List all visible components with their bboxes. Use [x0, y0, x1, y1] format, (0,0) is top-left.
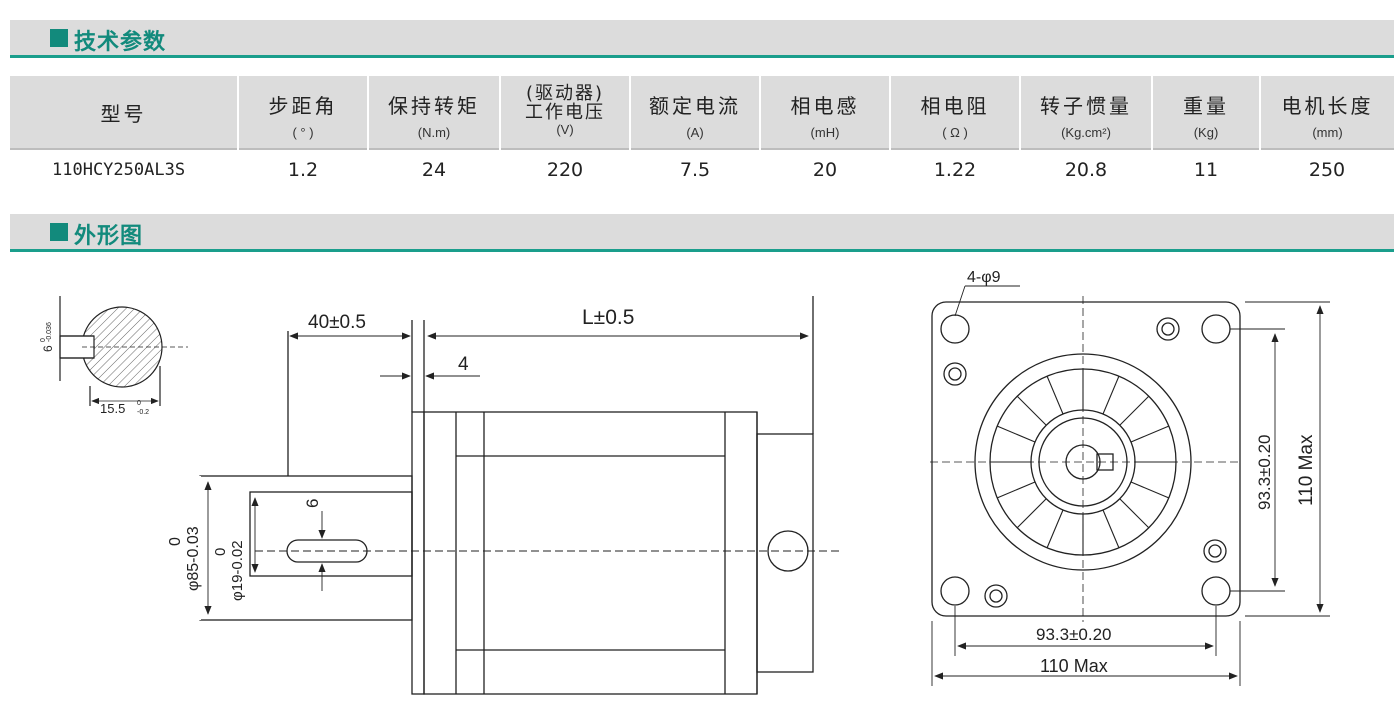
spec-header-row: 型号 步距角 ( ° ) 保持转矩 (N.m) (驱动器) 工作电压(V) 额定电流 (A) 相…	[10, 76, 1394, 149]
spec-header-label: (驱动器) 工作电压	[525, 83, 605, 123]
spec-header-unit: (A)	[686, 125, 704, 140]
table-cell: 20	[760, 148, 890, 189]
shaft-width-tol-top: 0	[137, 400, 141, 407]
motor-front-view	[930, 296, 1241, 622]
spec-header-unit: (mm)	[1312, 125, 1343, 140]
spec-header-6: 相电阻 ( Ω )	[889, 76, 1020, 149]
body-length-label: L±0.5	[582, 306, 634, 329]
frame-h-label: 110 Max	[1040, 656, 1108, 676]
spec-table: 型号 步距角 ( ° ) 保持转矩 (N.m) (驱动器) 工作电压(V) 额定电流 (A) 相…	[10, 76, 1394, 189]
hole-spacing-h-label: 93.3±0.20	[1036, 625, 1112, 644]
hole-spacing-v-label: 93.3±0.20	[1255, 434, 1274, 510]
spec-header-label: 相电感	[790, 94, 860, 118]
motor-side-view	[199, 296, 840, 695]
spec-header-label: 型号	[100, 102, 147, 126]
key-height-tol-top: 0	[40, 338, 47, 342]
table-cell: 11	[1152, 148, 1260, 189]
table-cell: 250	[1260, 148, 1394, 189]
motor-outline-drawing: 6 0 -0.036 15.5 0 -0.2	[40, 269, 1330, 695]
spec-header-label: 步距角	[268, 94, 338, 118]
spec-section-header: 技术参数	[10, 20, 1394, 58]
key-width-label: 6	[303, 499, 322, 508]
shaft-dia-label: φ19-0.02	[229, 540, 246, 601]
spec-header-label: 电机长度	[1281, 94, 1374, 118]
spec-header-unit: (Kg)	[1193, 125, 1219, 140]
spec-header-1: 步距角 ( ° )	[237, 76, 368, 149]
spec-header-unit: (N.m)	[417, 125, 451, 140]
shaft-width-tol-bot: -0.2	[137, 409, 149, 416]
pilot-dia-label: φ85-0.03	[185, 526, 202, 591]
spec-header-5: 相电感 (mH)	[759, 76, 890, 149]
spec-header-label: 保持转矩	[388, 94, 480, 118]
spec-section-title: 技术参数	[74, 30, 167, 55]
spec-header-label: 相电阻	[920, 94, 990, 118]
table-cell: 110HCY250AL3S	[10, 148, 238, 189]
spec-header-4: 额定电流 (A)	[629, 76, 760, 149]
spec-header-2: 保持转矩 (N.m)	[367, 76, 500, 149]
spec-header-8: 重量 (Kg)	[1151, 76, 1260, 149]
section-marker-icon	[50, 29, 68, 47]
key-height-tol-bot: -0.036	[46, 322, 53, 342]
drawing-section-header: 外形图	[10, 214, 1394, 252]
drawing-section-title: 外形图	[74, 224, 144, 249]
table-cell: 1.22	[890, 148, 1020, 189]
holes-label: 4-φ9	[967, 269, 1001, 286]
shaft-dia-tol: 0	[212, 548, 229, 556]
table-cell: 7.5	[630, 148, 760, 189]
shaft-length-label: 40±0.5	[308, 312, 366, 333]
table-cell: 220	[500, 148, 630, 189]
key-height-label: 6	[41, 345, 55, 352]
spec-header-unit: (Kg.cm²)	[1061, 125, 1111, 140]
shaft-cross-section	[59, 296, 188, 406]
spec-header-label: 额定电流	[649, 94, 741, 118]
spec-header-7: 转子惯量 (Kg.cm²)	[1019, 76, 1152, 149]
table-cell: 20.8	[1020, 148, 1152, 189]
spec-header-label: 转子惯量	[1040, 94, 1132, 118]
spec-header-9: 电机长度 (mm)	[1259, 76, 1394, 149]
flange-thickness-label: 4	[458, 354, 469, 375]
spec-header-unit: (V)	[556, 122, 574, 137]
spec-header-unit: ( ° )	[292, 125, 314, 140]
pilot-dia-tol: 0	[167, 537, 184, 546]
spec-header-unit: ( Ω )	[942, 125, 968, 140]
table-cell: 1.2	[238, 148, 368, 189]
spec-header-label: 重量	[1183, 94, 1229, 118]
section-marker-icon	[50, 223, 68, 241]
spec-header-3: (驱动器) 工作电压(V)	[499, 76, 630, 149]
table-cell: 24	[368, 148, 500, 189]
spec-header-unit: (mH)	[810, 125, 840, 140]
frame-v-label: 110 Max	[1296, 434, 1317, 506]
spec-header-0: 型号	[10, 76, 238, 149]
shaft-width-label: 15.5	[100, 401, 125, 416]
